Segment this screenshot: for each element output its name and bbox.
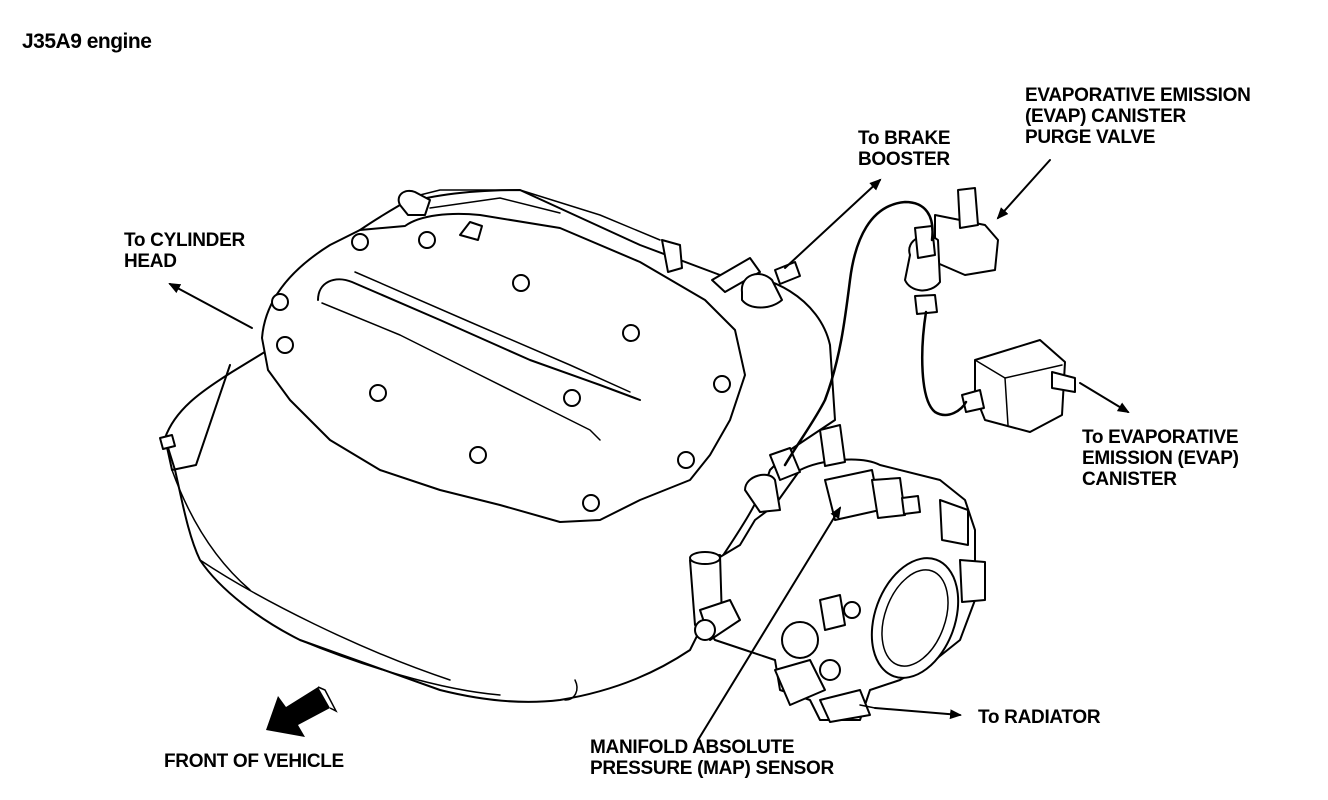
leader-arrows xyxy=(168,159,1130,741)
throttle-body xyxy=(689,424,986,723)
evap-purge-valve xyxy=(904,187,999,315)
label-to-radiator: To RADIATOR xyxy=(978,707,1101,728)
label-evap-purge-valve: EVAPORATIVE EMISSION (EVAP) CANISTER PUR… xyxy=(1025,85,1251,148)
diagram-title: J35A9 engine xyxy=(22,30,152,53)
label-front-of-vehicle: FRONT OF VEHICLE xyxy=(164,751,344,772)
manifold-fittings xyxy=(711,257,801,309)
evap-canister-fitting xyxy=(961,339,1076,433)
label-to-evap-canister: To EVAPORATIVE EMISSION (EVAP) CANISTER xyxy=(1082,427,1239,490)
label-map-sensor: MANIFOLD ABSOLUTE PRESSURE (MAP) SENSOR xyxy=(590,737,834,779)
front-arrow-icon xyxy=(266,686,338,737)
label-to-brake-booster: To BRAKE BOOSTER xyxy=(858,128,951,170)
intake-manifold xyxy=(159,189,836,703)
label-to-cylinder-head: To CYLINDER HEAD xyxy=(124,230,245,272)
vacuum-hoses xyxy=(783,200,968,467)
